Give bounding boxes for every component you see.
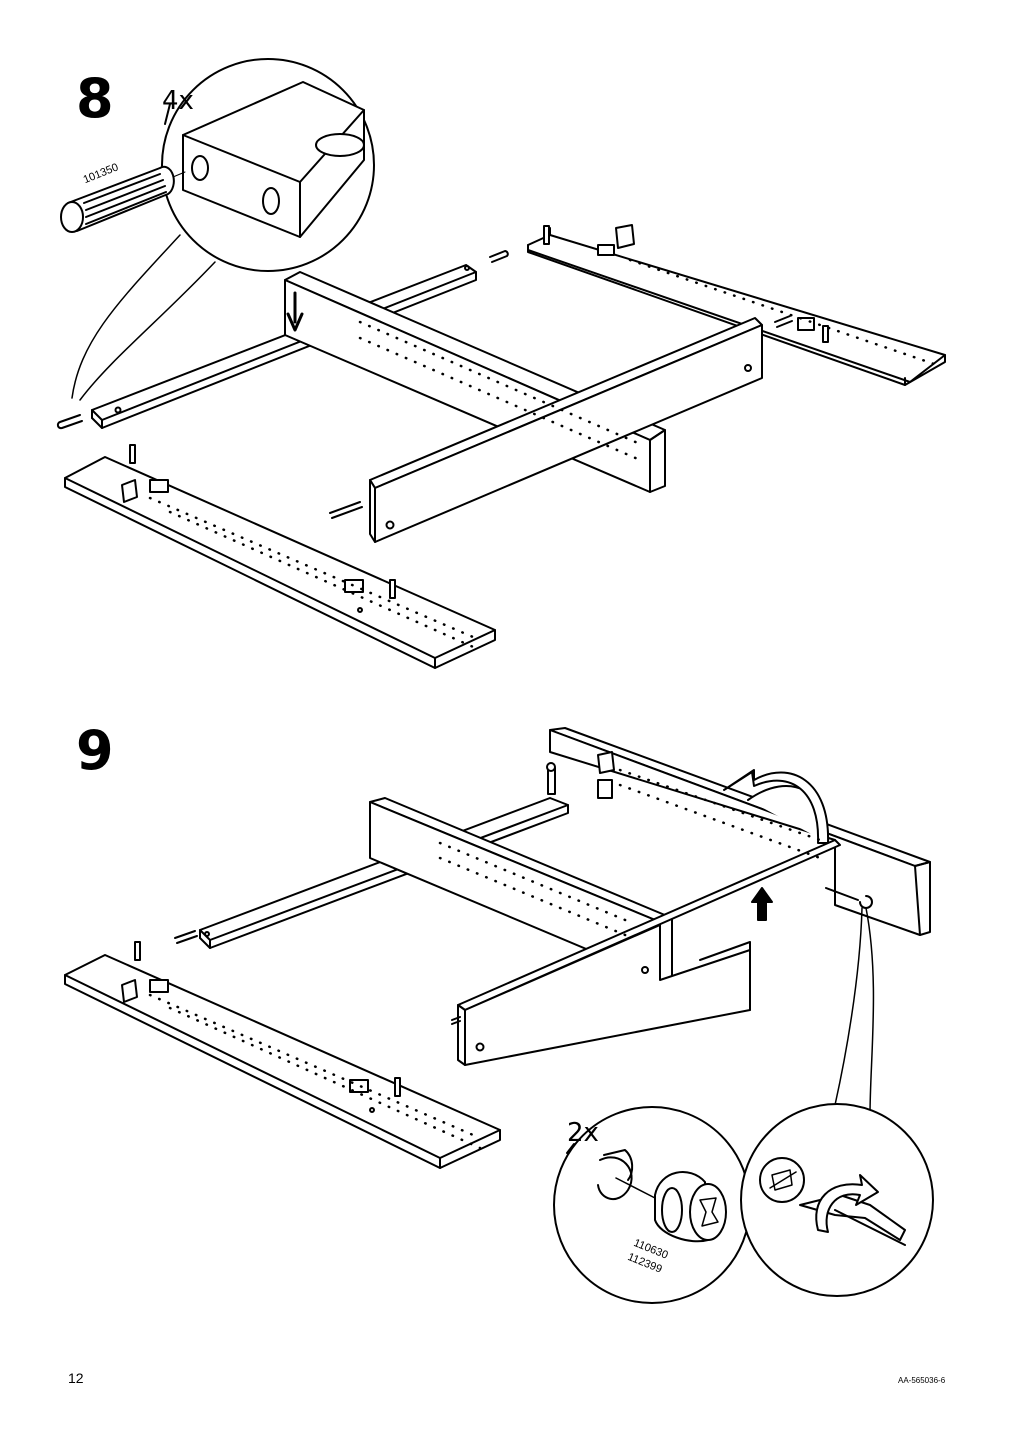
step8-bottom-board (65, 445, 495, 668)
step8-detail-circle (61, 59, 374, 400)
step9-detail-screwdriver (741, 1104, 933, 1296)
step9-back-panel (547, 728, 930, 935)
step8-hole-rows (150, 260, 940, 650)
step9-detail-cam-lock (554, 1107, 750, 1303)
cam-lock-fitting-icon (655, 1172, 726, 1241)
page-number: 12 (68, 1370, 84, 1386)
up-arrow-icon (752, 888, 772, 920)
turn-arrow-icon (816, 1175, 878, 1232)
step-9-quantity: 2x (567, 1118, 599, 1148)
step8-panel-short (330, 318, 762, 542)
wooden-dowel-icon (61, 167, 185, 232)
step-8-number: 8 (76, 67, 114, 130)
step9-hole-rows (150, 770, 820, 1148)
step-8-quantity: 4x (162, 86, 194, 116)
step9-cross-panel (452, 840, 840, 1065)
document-code: AA-565036-6 (898, 1376, 946, 1385)
step8-right-rail (528, 225, 945, 385)
step9-bottom-board (65, 942, 500, 1168)
step-9-number: 9 (76, 719, 114, 782)
